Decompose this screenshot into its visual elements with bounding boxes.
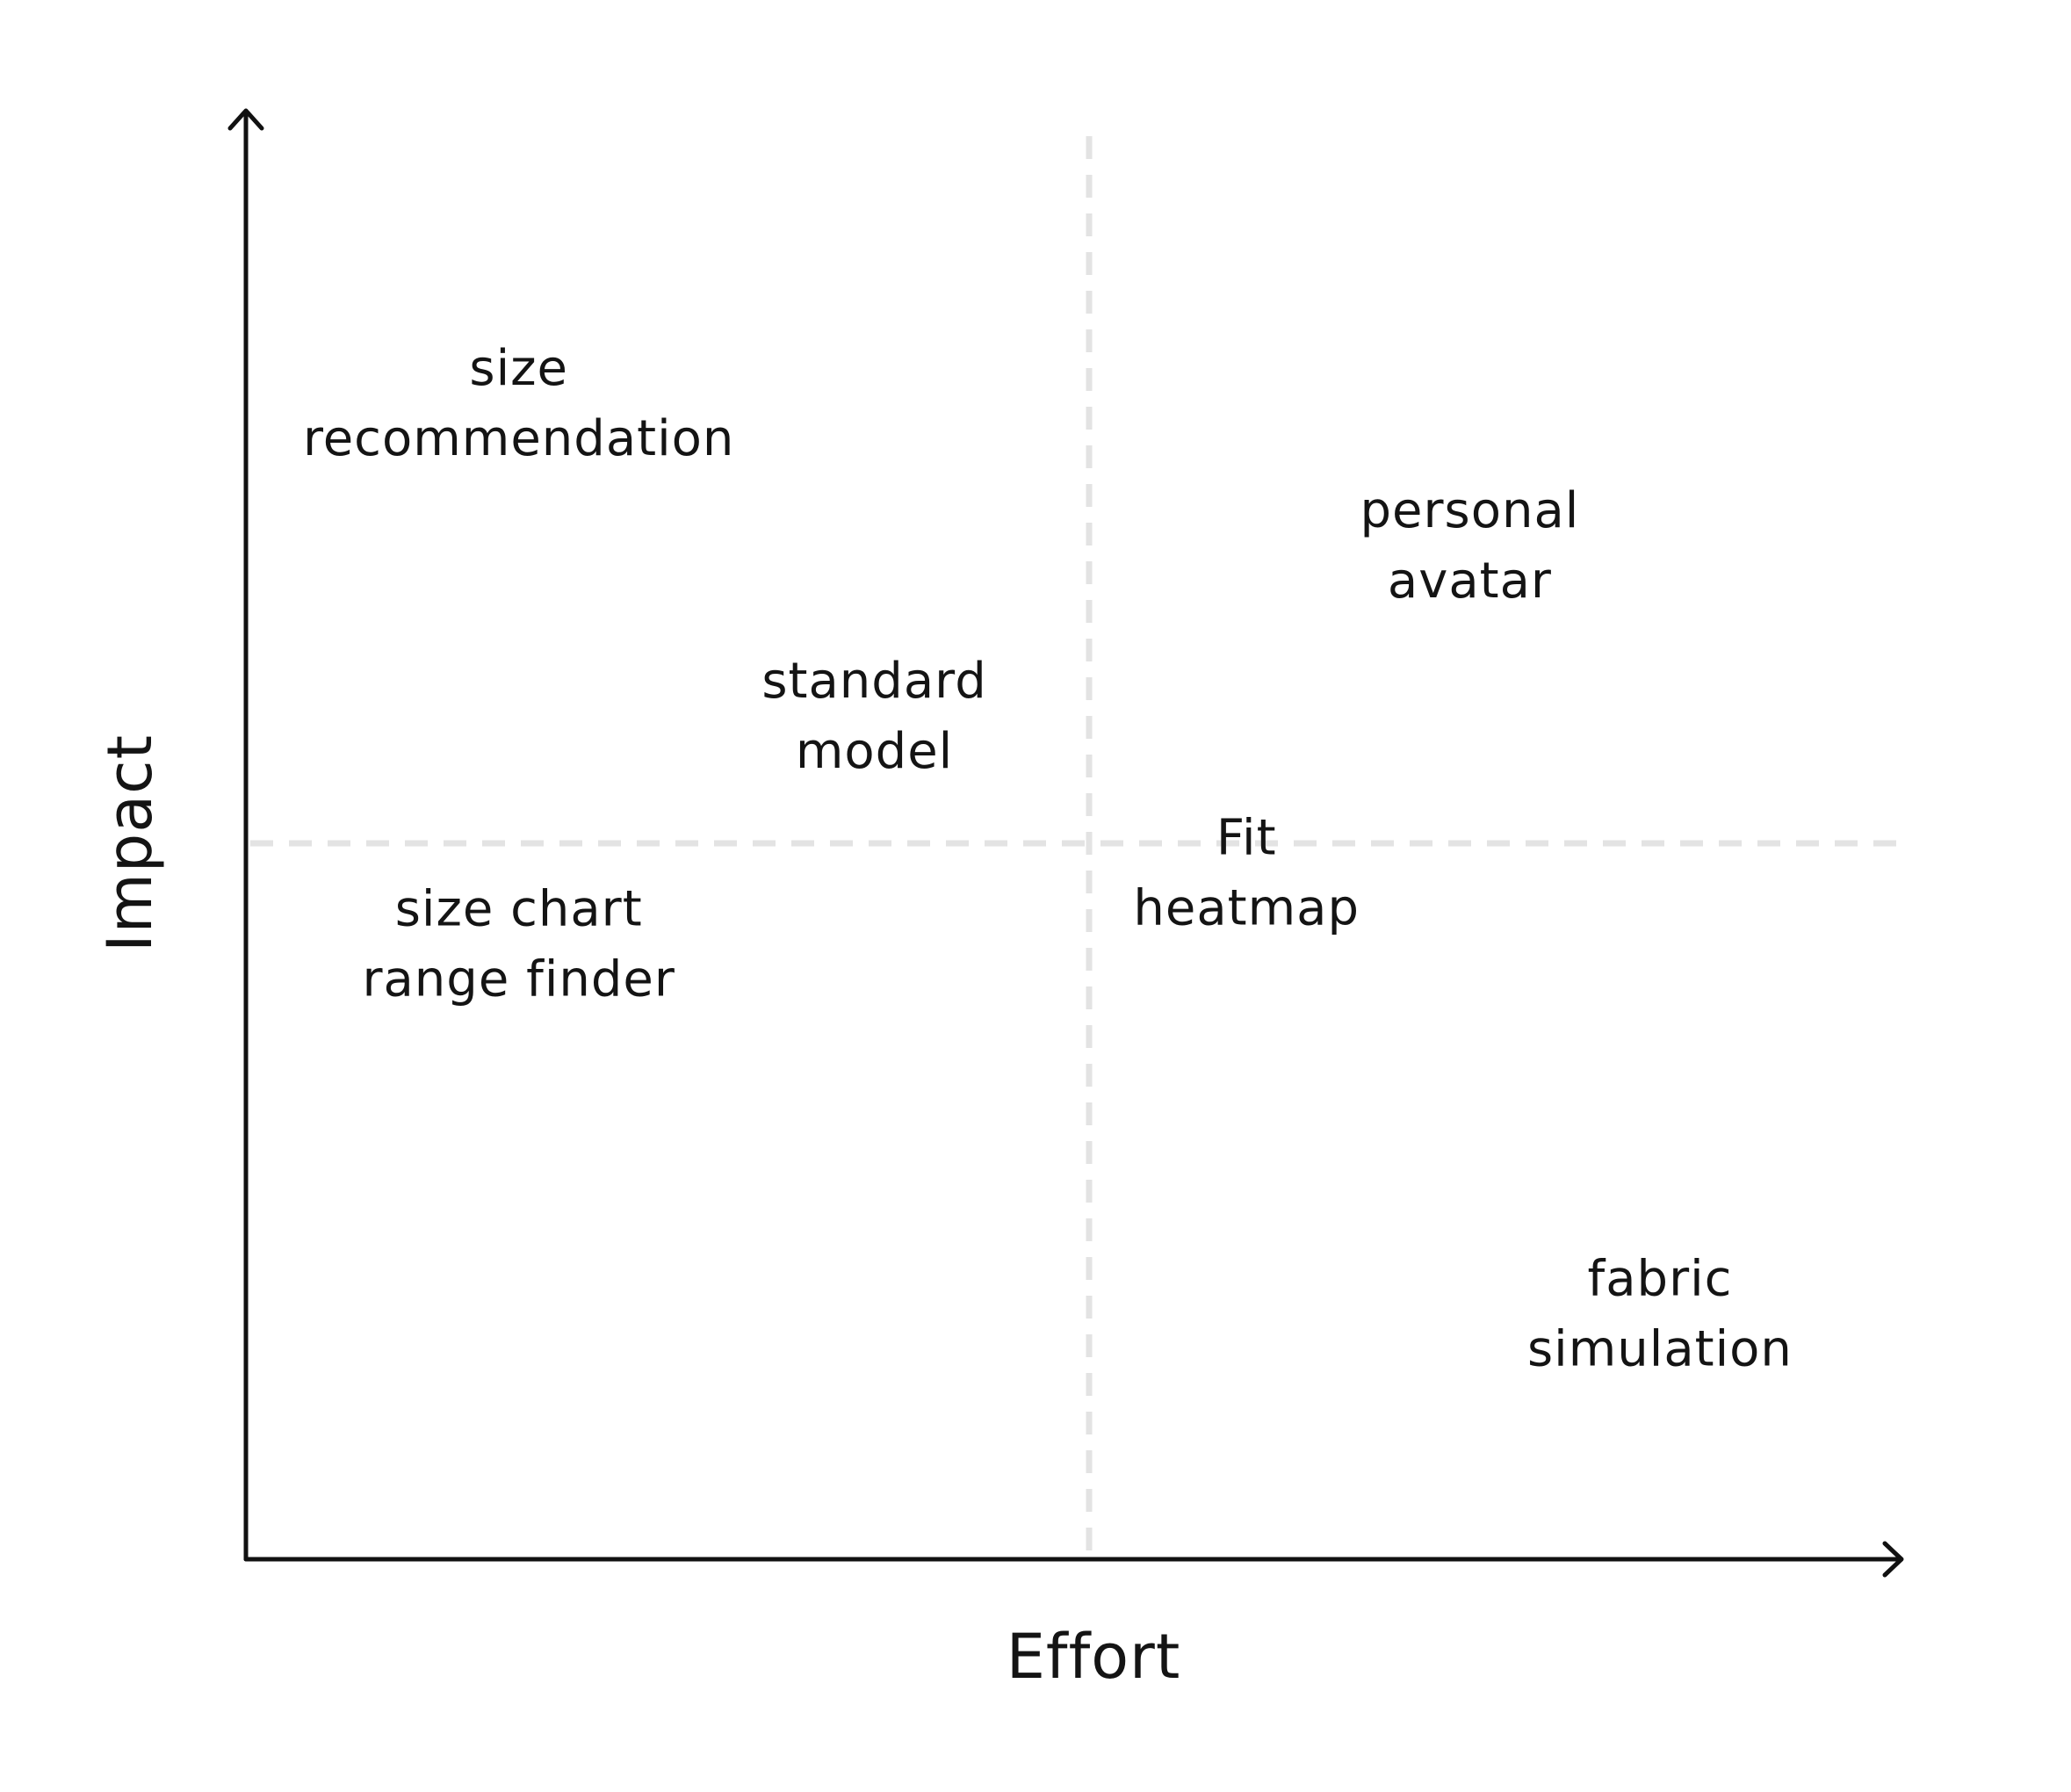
point-label: standard model [761, 653, 986, 780]
point-label-line: heatmap [1133, 880, 1360, 937]
x-axis-label: Effort [1007, 1621, 1181, 1693]
point-label-line: fabric [1587, 1251, 1732, 1308]
point-label: Fit heatmap [1133, 810, 1360, 937]
point-label: personal avatar [1360, 482, 1580, 610]
point-label-line: recommendation [303, 410, 734, 467]
point-label-line: size [469, 340, 568, 397]
x-axis-arrowhead [1882, 1541, 1904, 1578]
point-label-line: model [796, 723, 953, 780]
point-label: size recommendation [303, 340, 734, 467]
point-labels: size recommendation personal avatar standard… [303, 340, 1793, 1378]
point-label-line: standard [761, 653, 986, 710]
point-label: fabric simulation [1527, 1251, 1793, 1378]
point-label-line: range finder [362, 951, 675, 1008]
point-label-line: simulation [1527, 1321, 1793, 1378]
point-label-line: personal [1360, 482, 1580, 539]
point-label: size chart range finder [362, 881, 675, 1008]
y-axis-label: Impact [94, 734, 166, 952]
point-label-line: size chart [395, 881, 643, 938]
point-label-line: Fit [1216, 810, 1277, 867]
point-label-line: avatar [1388, 553, 1552, 610]
y-axis-arrowhead [227, 108, 264, 131]
